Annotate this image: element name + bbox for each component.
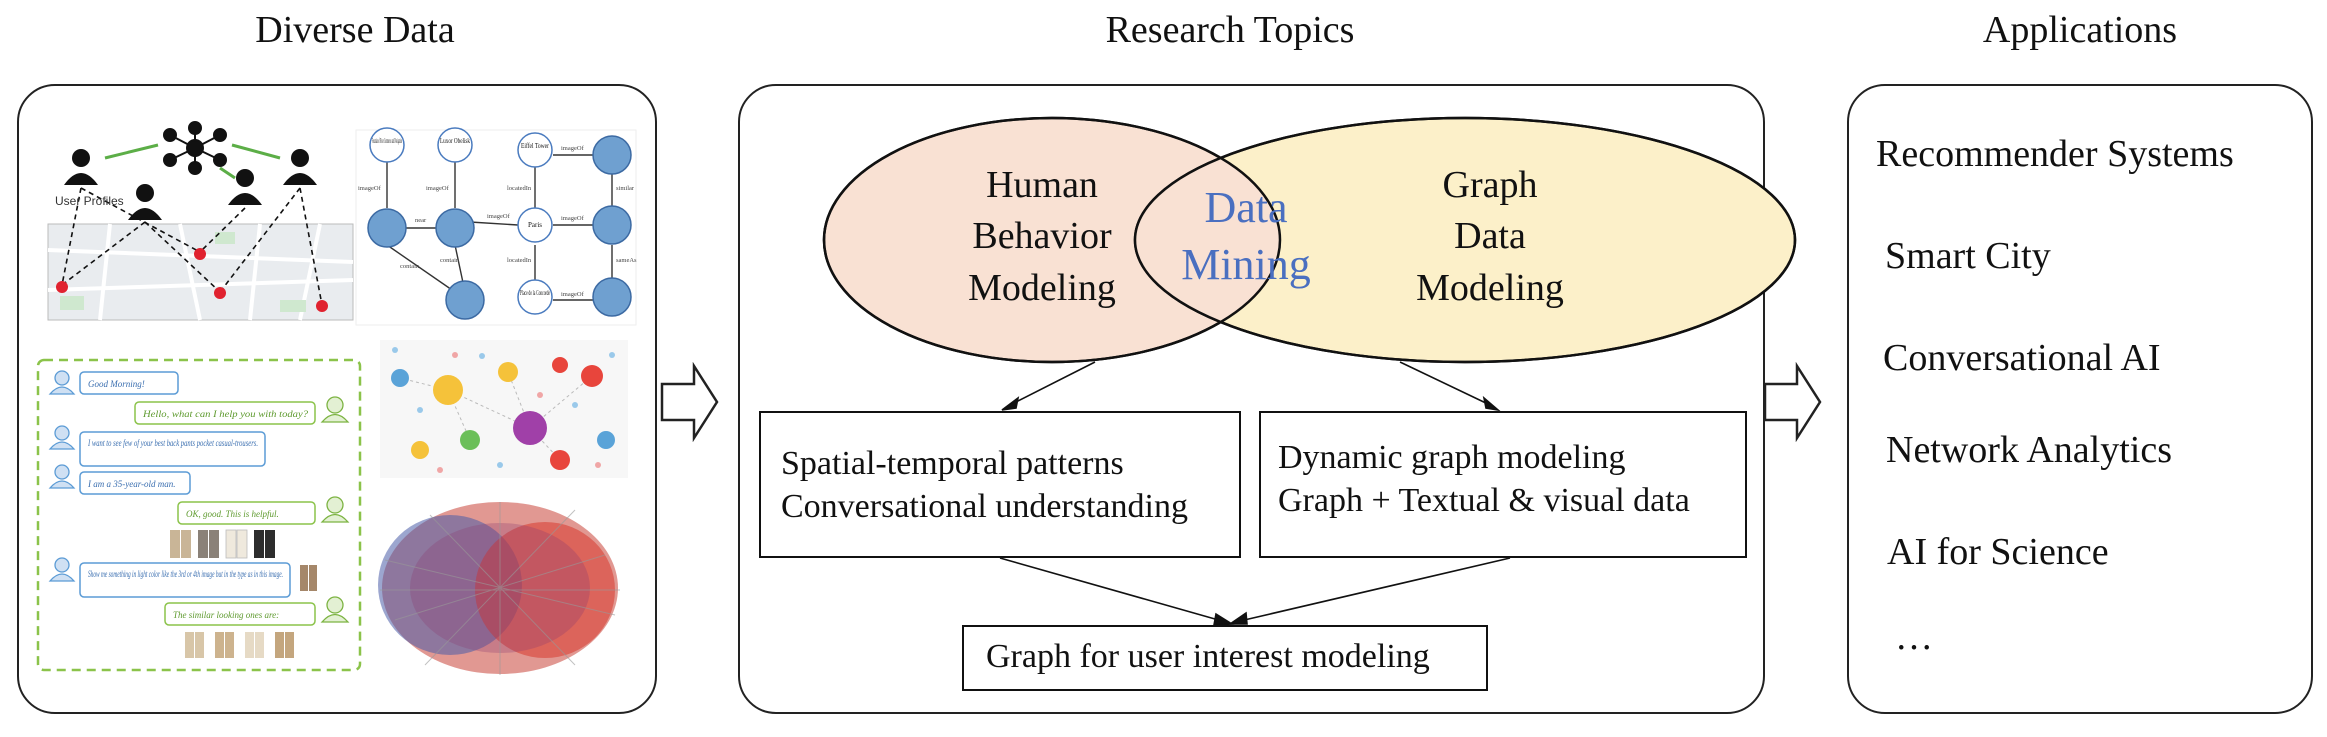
applications-panel	[1847, 84, 2313, 714]
arrow-topics-to-applications	[1763, 362, 1822, 442]
topic-box-human-behavior: Spatial-temporal patterns Conversational…	[759, 411, 1241, 558]
topic-box-graph-data: Dynamic graph modeling Graph + Textual &…	[1259, 411, 1747, 558]
topic-box-line: Graph for user interest modeling	[986, 638, 1430, 675]
application-item-recommender-systems: Recommender Systems	[1876, 133, 2234, 175]
research-topics-panel	[738, 84, 1765, 714]
application-item-conversational-ai: Conversational AI	[1883, 337, 2161, 379]
topic-box-line: Conversational understanding	[781, 488, 1188, 525]
topic-box-line: Dynamic graph modeling	[1278, 439, 1626, 476]
heading-diverse-data: Diverse Data	[255, 9, 455, 51]
application-item-ai-for-science: AI for Science	[1887, 531, 2109, 573]
topic-box-line: Spatial-temporal patterns	[781, 445, 1124, 482]
diverse-data-panel	[17, 84, 657, 714]
heading-research-topics: Research Topics	[1105, 9, 1355, 51]
topic-box-user-interest: Graph for user interest modeling	[962, 625, 1488, 691]
heading-applications: Applications	[1982, 9, 2178, 51]
application-item-ellipsis: …	[1895, 616, 1933, 658]
application-item-network-analytics: Network Analytics	[1886, 429, 2173, 471]
application-item-smart-city: Smart City	[1885, 235, 2051, 277]
topic-box-line: Graph + Textual & visual data	[1278, 482, 1690, 519]
arrow-data-to-topics	[660, 362, 719, 442]
